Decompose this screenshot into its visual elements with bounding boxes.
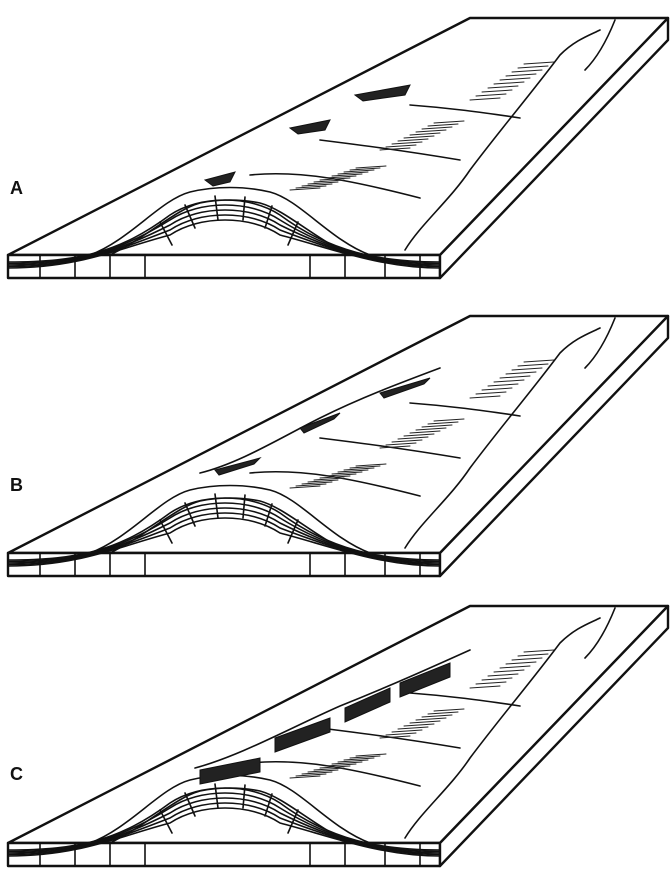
panel-group: [8, 606, 668, 866]
